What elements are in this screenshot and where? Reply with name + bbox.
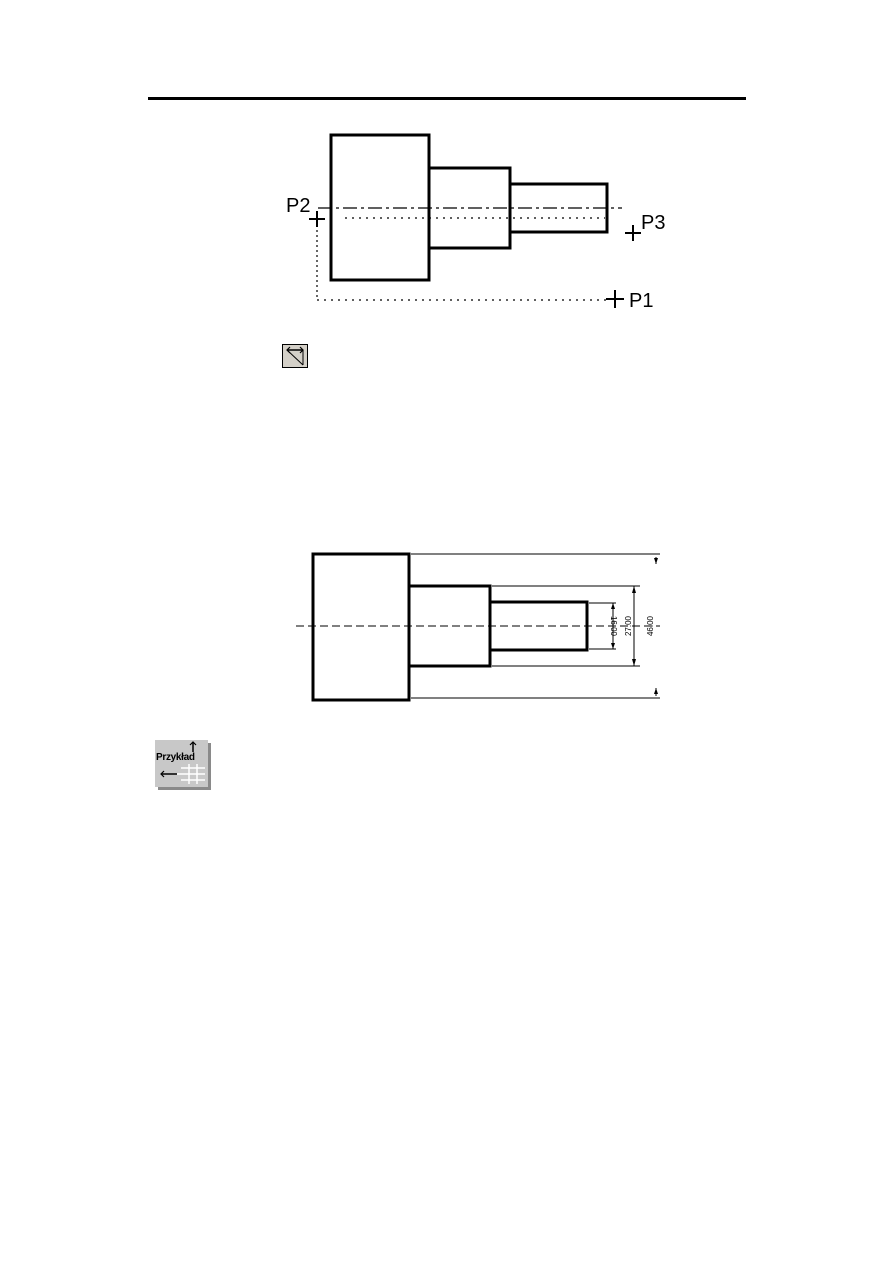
shaft2-section-large: [311, 552, 411, 702]
label-p2: P2: [286, 195, 310, 217]
dim-label-27: 27.00: [624, 615, 633, 636]
dim-line-27: [632, 586, 636, 666]
crosshair-arrows-icon: [160, 741, 205, 784]
dim-label-16: 16.00: [609, 616, 618, 637]
example-badge-label: Przykład: [156, 752, 195, 763]
label-p3: P3: [641, 212, 665, 234]
point-p3-marker: [625, 225, 641, 241]
dim-line-16: [611, 603, 615, 649]
dim-label-46: 46.00: [646, 615, 655, 636]
example-badge-icon: Przykład: [155, 740, 208, 787]
dimension-tool-icon[interactable]: [282, 344, 308, 368]
label-p1: P1: [629, 290, 653, 312]
dimension-glyph-icon: [286, 346, 304, 366]
shaft-diagram-points: P2 P3 P1: [286, 133, 665, 312]
header-rule: [148, 97, 746, 100]
shaft-diagram-dimensioned: 16.00 27.00 46.00: [296, 552, 660, 702]
point-p2-marker: [309, 211, 325, 227]
point-p1-marker: [606, 290, 624, 308]
dim-line-46: [654, 557, 658, 696]
